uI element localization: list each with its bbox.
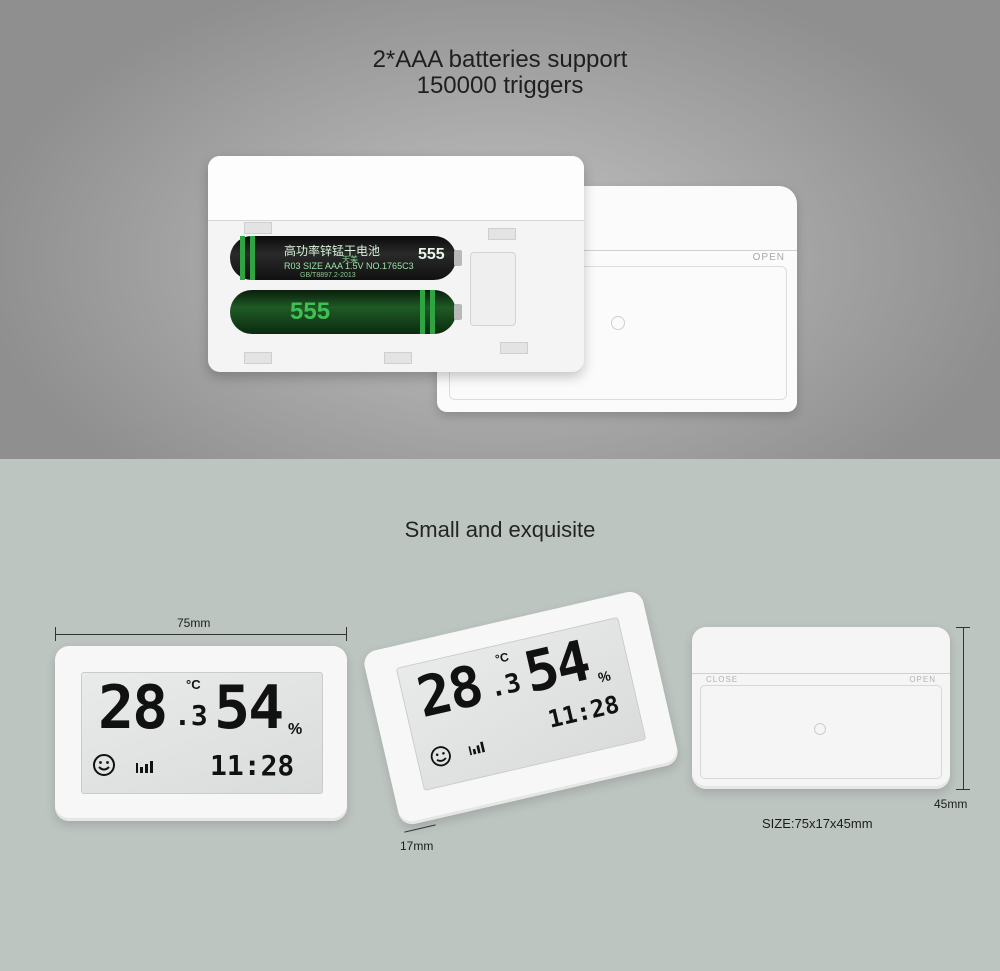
depth-dimension-line — [404, 824, 436, 833]
back-inner-panel — [700, 685, 942, 779]
humidity-unit: % — [596, 667, 613, 686]
aaa-battery: 555 — [230, 290, 462, 334]
tray-clip — [384, 352, 412, 364]
lcd-screen: 28 .3 °C 54 % 11:28 — [395, 616, 647, 791]
cover-hinge-line — [437, 250, 797, 251]
tray-slot — [470, 252, 516, 326]
battery-terminal — [454, 250, 462, 266]
temperature-value: 28 — [98, 673, 168, 743]
height-label: 45mm — [934, 797, 968, 811]
dimension-tick — [956, 789, 970, 790]
dimension-tick — [956, 627, 970, 628]
back-screw-hole — [814, 723, 826, 735]
smiley-face-icon — [93, 754, 115, 776]
tray-clip — [500, 342, 528, 354]
battery-terminal — [454, 304, 462, 320]
battery-stripe — [240, 236, 245, 280]
signal-strength-icon — [468, 741, 486, 756]
tray-clip — [244, 222, 272, 234]
battery-headline-line2: 150000 triggers — [416, 72, 584, 99]
tray-clip — [488, 228, 516, 240]
humidity-value: 54 — [214, 673, 284, 743]
size-headline: Small and exquisite — [404, 517, 596, 542]
thermometer-front: 28 .3 °C 54 % 11:28 — [55, 646, 347, 821]
battery-headline-line1: 2*AAA batteries support — [372, 46, 628, 73]
battery-panel: 2*AAA batteries support 150000 triggers … — [0, 0, 1000, 459]
size-panel: Small and exquisite 75mm 28 .3 °C 54 % 1… — [0, 459, 1000, 971]
height-dimension-line — [963, 627, 964, 789]
battery-spec-text: R03 SIZE AAA 1.5V NO.1765C3 — [284, 261, 414, 271]
battery-sub-text: 天美 — [342, 255, 358, 264]
tray-clip — [244, 352, 272, 364]
open-label: OPEN — [909, 675, 936, 684]
dimension-tick — [346, 627, 347, 641]
dimension-tick — [55, 627, 56, 641]
smiley-face-icon — [430, 746, 451, 767]
cover-open-label: OPEN — [752, 252, 785, 263]
size-caption: SIZE:75x17x45mm — [762, 816, 873, 831]
temperature-decimal: .3 — [486, 667, 524, 705]
cover-screw-hole — [611, 316, 625, 330]
temperature-unit: °C — [493, 649, 511, 667]
thermometer-angled: 28 .3 °C 54 % 11:28 — [361, 589, 681, 827]
clock-time: 11:28 — [210, 749, 295, 782]
battery-brand-text: 高功率锌锰干电池 — [284, 244, 381, 258]
width-dimension-line — [55, 634, 347, 635]
width-label: 75mm — [177, 616, 211, 630]
aaa-battery: 高功率锌锰干电池 天美 R03 SIZE AAA 1.5V NO.1765C3 … — [230, 236, 462, 280]
temperature-value: 28 — [411, 653, 488, 732]
humidity-value: 54 — [518, 628, 595, 707]
battery-tray — [208, 156, 584, 372]
battery-logo: 555 — [418, 246, 445, 263]
humidity-unit: % — [288, 721, 303, 738]
battery-stripe — [430, 290, 435, 334]
lcd-screen: 28 .3 °C 54 % 11:28 — [81, 672, 323, 794]
close-label: CLOSE — [706, 675, 739, 684]
battery-logo: 555 — [290, 298, 331, 325]
depth-label: 17mm — [400, 839, 434, 853]
battery-stripe — [420, 290, 425, 334]
temperature-decimal: .3 — [174, 699, 208, 732]
battery-standard-text: GB/T8897.2-2013 — [300, 272, 356, 279]
signal-strength-icon — [136, 761, 153, 773]
temperature-unit: °C — [186, 677, 201, 692]
back-band-line — [692, 673, 950, 674]
battery-stripe — [250, 236, 255, 280]
thermometer-back: CLOSE OPEN — [692, 627, 950, 789]
tray-lip — [208, 156, 584, 221]
